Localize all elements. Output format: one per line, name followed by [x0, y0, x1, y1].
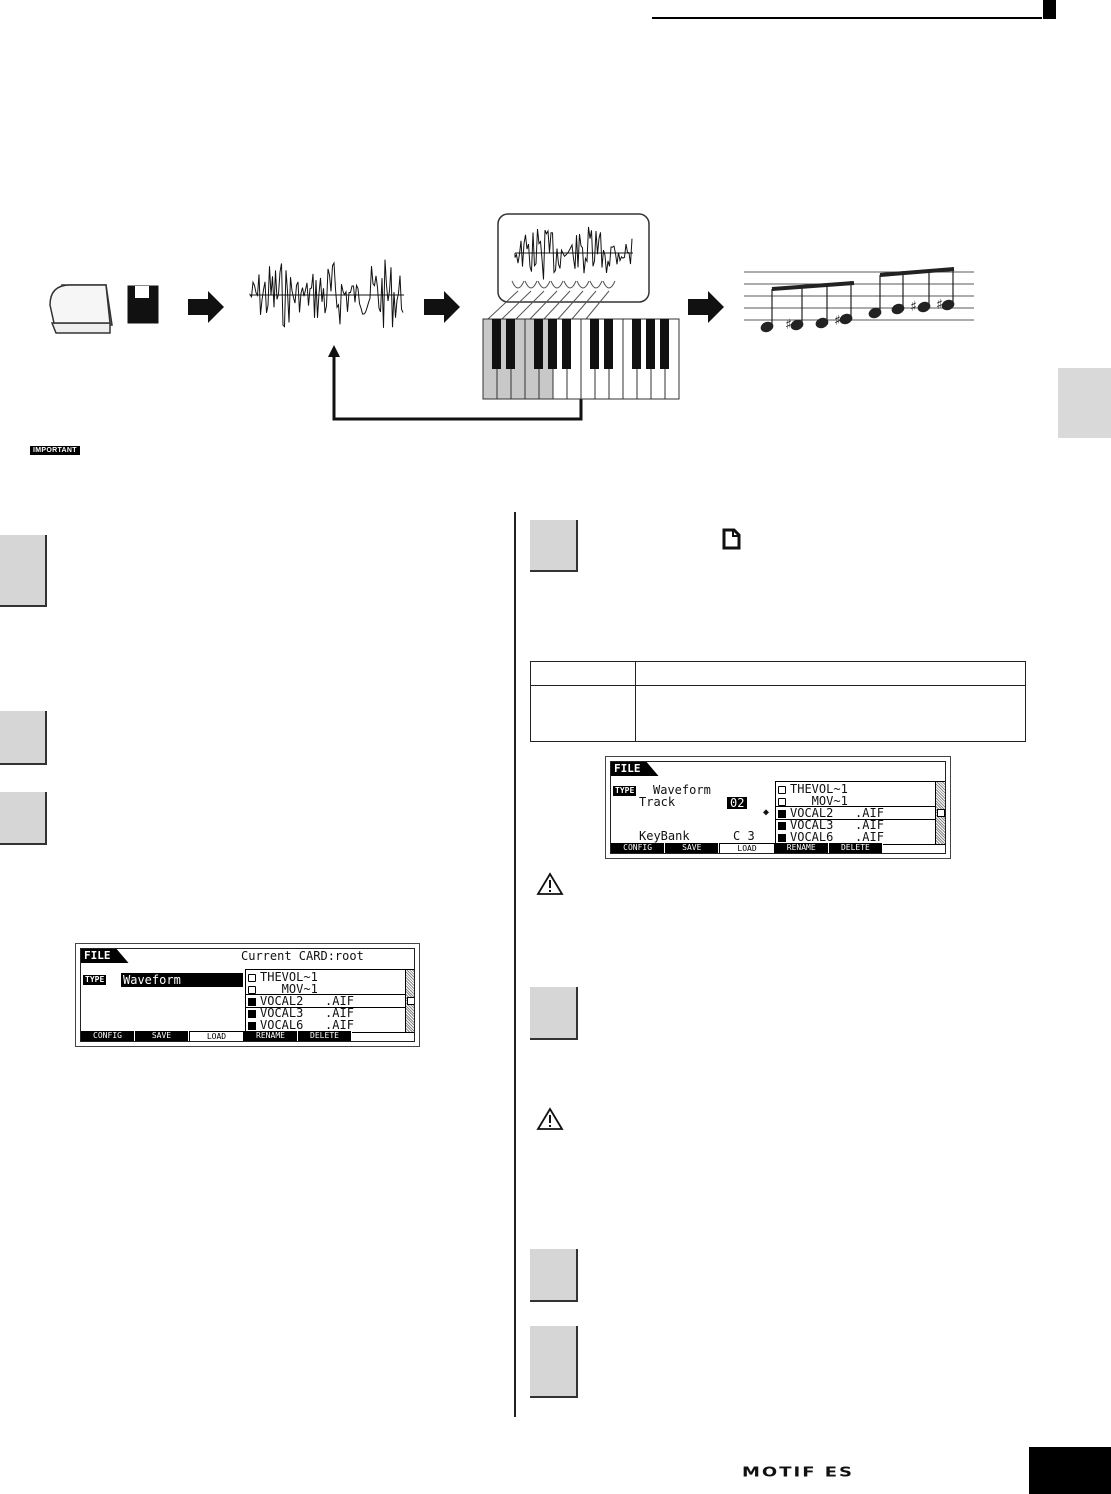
- header-rule: [652, 17, 1042, 19]
- drive-icon: [49, 284, 113, 334]
- file-name: VOCAL2 .AIF: [260, 994, 354, 1008]
- step-box: [530, 987, 578, 1040]
- sound-file-icon: [248, 1021, 256, 1030]
- menu-tab-config[interactable]: CONFIG: [611, 843, 666, 853]
- menu-tab-load[interactable]: LOAD: [189, 1031, 244, 1041]
- svg-text:♯: ♯: [785, 317, 792, 333]
- file-name: VOCAL3 .AIF: [790, 818, 884, 832]
- lcd-screen-file-load-track: FILE TYPE Waveform Track 02 KeyBank C 3 …: [605, 756, 951, 859]
- file-name: THEVOL~1: [260, 970, 318, 984]
- screen-title: FILE: [81, 949, 129, 963]
- info-table: [530, 661, 1026, 742]
- folder-icon: [248, 985, 256, 994]
- step-box: [0, 535, 47, 607]
- pointer-icon: ◆: [763, 807, 770, 818]
- menu-tab-rename[interactable]: RENAME: [244, 1031, 298, 1041]
- folder-icon: [778, 785, 786, 794]
- file-name: MOV~1: [260, 982, 318, 996]
- disk-icon: [127, 285, 159, 324]
- document-icon: [722, 528, 741, 550]
- file-name: VOCAL3 .AIF: [260, 1006, 354, 1020]
- scrollbar[interactable]: [935, 782, 945, 844]
- column-divider: [514, 512, 516, 1417]
- file-list-item[interactable]: VOCAL3 .AIF: [776, 818, 945, 832]
- file-list-item[interactable]: MOV~1: [246, 982, 414, 996]
- page-number-block: [1029, 1447, 1111, 1494]
- menu-tab-rename[interactable]: RENAME: [774, 843, 829, 853]
- sound-file-icon: [778, 833, 786, 842]
- sound-file-icon: [248, 1009, 256, 1018]
- track-label: Track: [639, 795, 676, 809]
- svg-text:♯: ♯: [910, 299, 917, 315]
- file-name: VOCAL2 .AIF: [790, 806, 884, 820]
- step-box: [530, 520, 578, 572]
- sound-file-icon: [248, 997, 256, 1006]
- keybank-value[interactable]: C 3: [733, 829, 755, 843]
- file-name: VOCAL6 .AIF: [790, 830, 884, 844]
- keybank-label: KeyBank: [639, 829, 690, 843]
- file-list-item[interactable]: VOCAL3 .AIF: [246, 1006, 414, 1020]
- file-list-item[interactable]: MOV~1: [776, 794, 945, 808]
- type-value[interactable]: Waveform: [121, 973, 243, 987]
- step-box: [530, 1326, 578, 1398]
- step-box: [0, 792, 47, 845]
- waveform-icon: [249, 259, 404, 328]
- important-badge: IMPORTANT: [30, 446, 80, 455]
- keyboard-icon: [482, 318, 680, 400]
- menu-tab-delete[interactable]: DELETE: [298, 1031, 352, 1041]
- sound-file-icon: [778, 809, 786, 818]
- caution-icon: [536, 872, 564, 895]
- file-list-item[interactable]: THEVOL~1: [776, 782, 945, 796]
- file-name: VOCAL6 .AIF: [260, 1018, 354, 1032]
- scrollbar[interactable]: [405, 970, 414, 1032]
- svg-text:♯: ♯: [936, 297, 943, 313]
- menu-tab-load[interactable]: LOAD: [719, 843, 775, 853]
- table-header-row: [531, 662, 1025, 686]
- arrow-icon: [188, 291, 724, 323]
- type-badge: TYPE: [613, 786, 637, 796]
- screen-title: FILE: [611, 762, 659, 776]
- table-column-divider: [635, 662, 636, 741]
- sound-file-icon: [778, 821, 786, 830]
- file-list-item[interactable]: VOCAL2 .AIF: [775, 806, 945, 820]
- file-list-item[interactable]: THEVOL~1: [246, 970, 414, 984]
- chapter-side-tab: [1058, 368, 1111, 438]
- brand-logo: MOTIF ES: [742, 1464, 855, 1481]
- type-value[interactable]: Waveform: [653, 783, 711, 797]
- track-value[interactable]: 02: [727, 797, 748, 809]
- menu-tab-config[interactable]: CONFIG: [81, 1031, 135, 1041]
- menu-tab-save[interactable]: SAVE: [135, 1031, 189, 1041]
- menu-tab-delete[interactable]: DELETE: [828, 843, 884, 853]
- file-name: MOV~1: [790, 794, 848, 808]
- current-card-status: Current CARD:root: [241, 949, 364, 963]
- folder-icon: [778, 797, 786, 806]
- menu-tab-save[interactable]: SAVE: [665, 843, 720, 853]
- file-list-item[interactable]: VOCAL6 .AIF: [246, 1018, 414, 1032]
- caution-icon: [536, 1107, 564, 1130]
- file-name: THEVOL~1: [790, 782, 848, 796]
- header-block: [1043, 0, 1056, 19]
- notes-icon: ♯ ♯ ♯ ♯: [744, 267, 974, 333]
- type-badge: TYPE: [83, 975, 107, 985]
- file-list-item[interactable]: VOCAL6 .AIF: [776, 830, 945, 844]
- file-list-item[interactable]: VOCAL2 .AIF: [245, 994, 414, 1008]
- lcd-screen-file-load: FILE Current CARD:root TYPE Waveform THE…: [75, 943, 420, 1047]
- svg-text:♯: ♯: [834, 313, 841, 329]
- sampling-diagram: ♯ ♯ ♯ ♯: [49, 213, 974, 421]
- step-box: [530, 1249, 578, 1302]
- step-box: [0, 711, 47, 765]
- folder-icon: [248, 973, 256, 982]
